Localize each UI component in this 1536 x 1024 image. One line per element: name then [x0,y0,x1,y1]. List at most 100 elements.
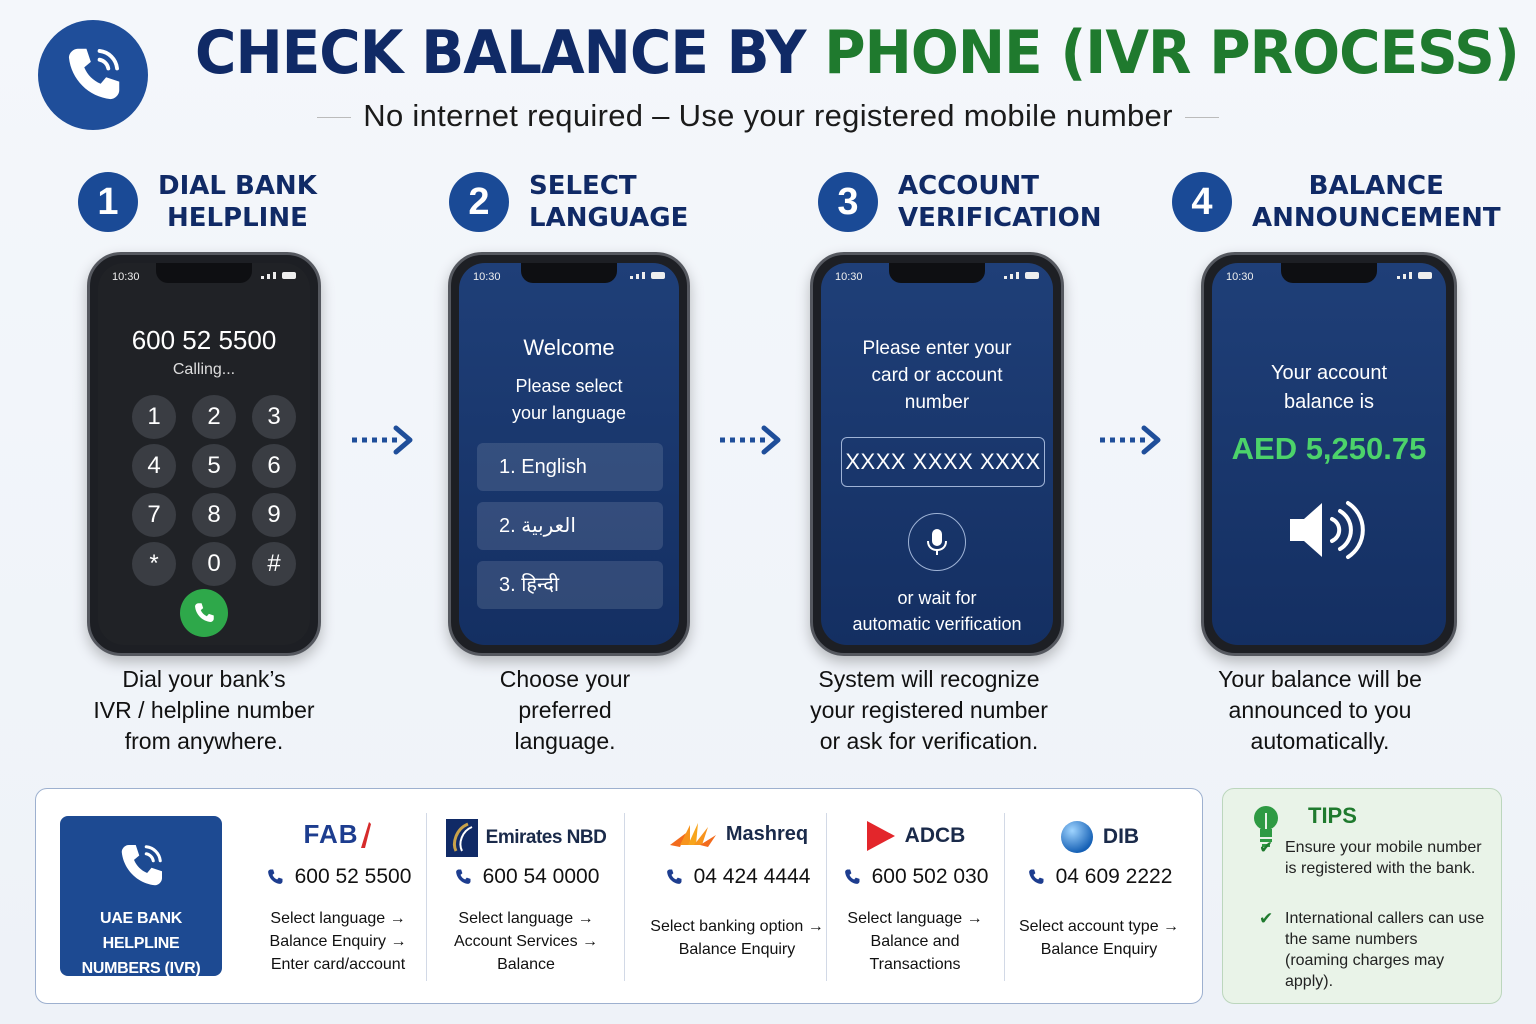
key-9[interactable]: 9 [252,493,296,537]
step-1-title: DIAL BANK HELPLINE [158,171,317,233]
bank-ivr-steps: Select language → Account Services → Bal… [453,910,599,973]
step-3-caption: System will recognize your registered nu… [810,666,1048,754]
step-3-heading: 3 ACCOUNT VERIFICATION [818,170,1101,234]
bank-name: FAB [303,819,359,849]
phone-icon [267,869,283,884]
dialed-number: 600 52 5500 [131,325,277,355]
emirates-nbd-logo-icon [445,819,478,857]
bank-ivr-steps: Select banking option → Balance Enquiry [650,918,824,958]
title-part-1: CHECK BALANCE BY [195,18,825,88]
fab-flag-icon [360,821,371,848]
key-star[interactable]: * [132,542,176,586]
bank-logo-fab: FAB [248,819,428,850]
language-prompt: Please select your language [511,376,627,423]
key-2[interactable]: 2 [192,395,236,439]
page-subtitle: No internet required – Use your register… [0,98,1536,134]
welcome-text: Welcome [523,335,615,360]
language-option-english[interactable]: 1. English [477,443,663,491]
bank-phone-emirates-nbd[interactable]: 600 54 0000 [436,865,616,889]
bank-card-emirates-nbd: Emirates NBD 600 54 0000 Select language… [436,789,616,1005]
key-7[interactable]: 7 [132,493,176,537]
phone-icon [666,869,682,884]
key-4[interactable]: 4 [132,444,176,488]
key-3[interactable]: 3 [252,395,296,439]
bank-phone-adcb[interactable]: 600 502 030 [826,865,1004,889]
phone-4-balance: 10:30 Your account balance is AED 5,250.… [1201,252,1457,656]
voice-input-button[interactable] [908,513,966,571]
step-1-caption: Dial your bank’s IVR / helpline number f… [93,666,315,754]
bank-logo-adcb: ADCB [826,819,1004,853]
bank-logo-dib: DIB [1004,819,1194,855]
tip-text: International callers can use the same n… [1285,910,1485,990]
header-phone-badge [38,20,148,130]
call-status: Calling... [172,361,236,378]
phone-icon [195,603,214,622]
language-option-hindi[interactable]: 3. हिन्दी [477,561,663,609]
dotted-arrow-icon [720,425,781,455]
step-2-caption: Choose your preferred language. [499,666,631,754]
speaker-icon [1284,495,1374,570]
phone-ringing-icon [68,48,120,100]
step-2-heading: 2 SELECT LANGUAGE [449,170,688,234]
step-2-number: 2 [449,172,509,232]
status-icons [630,272,665,279]
checkmark-icon: ✔ [1259,909,1274,928]
keypad: 1 2 3 4 5 6 7 8 9 * 0 # [132,395,296,586]
bank-phone-fab[interactable]: 600 52 5500 [248,865,428,889]
step-4-number: 4 [1172,172,1232,232]
key-6[interactable]: 6 [252,444,296,488]
key-hash[interactable]: # [252,542,296,586]
phone-3-verification: 10:30 Please enter your card or account … [810,252,1064,656]
microphone-icon [927,529,947,555]
status-icons [1397,272,1432,279]
phone-number: 04 424 4444 [693,865,811,888]
tip-item: ✔ Ensure your mobile number is registere… [1259,837,1485,879]
bank-ivr-steps: Select language → Balance Enquiry → Ente… [269,910,407,973]
phone-2-screen: 10:30 Welcome Please select your languag… [459,263,679,645]
key-5[interactable]: 5 [192,444,236,488]
page-title: CHECK BALANCE BY PHONE (IVR PROCESS) [195,18,1520,88]
bank-name: Emirates NBD [485,827,607,848]
lightbulb-icon [1254,806,1278,847]
status-time: 10:30 [473,271,501,283]
balance-label: Your account balance is [1270,362,1387,413]
phone-1-dialer: 10:30 600 52 5500 Calling... 1 2 3 4 5 6… [87,252,321,656]
bank-name: ADCB [904,824,966,847]
tips-title: TIPS [1308,803,1357,828]
step-4-caption: Your balance will be announced to you au… [1218,666,1422,754]
step-3-title: ACCOUNT VERIFICATION [898,171,1102,233]
step-1-number: 1 [78,172,138,232]
key-0[interactable]: 0 [192,542,236,586]
dotted-arrow-icon [352,425,413,455]
bank-card-mashreq: Mashreq 04 424 4444 Select banking optio… [632,789,842,1005]
bank-helpline-panel: UAE BANK HELPLINE NUMBERS (IVR) FAB 600 … [35,788,1203,1004]
bank-name: Mashreq [725,822,809,845]
key-1[interactable]: 1 [132,395,176,439]
key-8[interactable]: 8 [192,493,236,537]
bank-phone-dib[interactable]: 04 609 2222 [1004,865,1194,889]
phone-4-screen: 10:30 Your account balance is AED 5,250.… [1212,263,1446,645]
step-2-title: SELECT LANGUAGE [529,171,689,233]
bank-phone-mashreq[interactable]: 04 424 4444 [632,865,842,889]
helpline-tile-label: UAE BANK HELPLINE NUMBERS (IVR) [81,910,201,977]
tips-panel: TIPS ✔ Ensure your mobile number is regi… [1222,788,1502,1004]
phone-number: 600 502 030 [871,865,989,888]
status-time: 10:30 [112,271,140,283]
bank-card-dib: DIB 04 609 2222 Select account type → Ba… [1004,789,1194,1005]
phone-icon [844,869,860,884]
status-time: 10:30 [835,271,863,283]
language-option-arabic[interactable]: 2. العربية [477,502,663,550]
phone-number: 600 52 5500 [294,865,412,888]
tip-item: ✔ International callers can use the same… [1259,908,1485,992]
bank-ivr-steps: Select language → Balance and Transactio… [847,910,983,973]
phone-icon [455,869,471,884]
bank-name: DIB [1102,825,1140,848]
call-button[interactable] [180,589,228,637]
phone-1-screen: 10:30 600 52 5500 Calling... 1 2 3 4 5 6… [98,263,310,645]
balance-amount: AED 5,250.75 [1231,431,1427,466]
bank-card-fab: FAB 600 52 5500 Select language → Balanc… [248,789,428,1005]
tip-text: Ensure your mobile number is registered … [1285,839,1482,877]
account-number-field[interactable]: XXXX XXXX XXXX [841,437,1045,487]
phone-ringing-icon [121,845,162,886]
step-4-title: BALANCE ANNOUNCEMENT [1252,171,1501,233]
